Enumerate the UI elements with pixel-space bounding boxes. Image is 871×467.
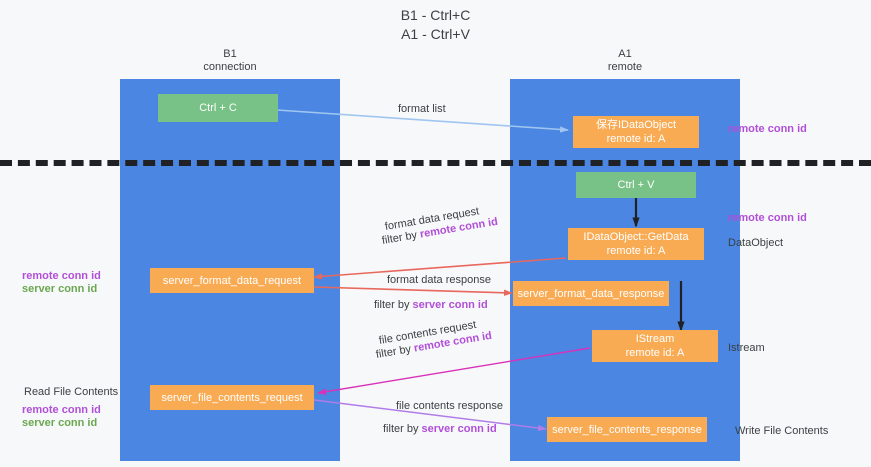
node-idataobject-getdata[interactable]: IDataObject::GetData remote id: A xyxy=(568,228,704,260)
node-server-format-data-request[interactable]: server_format_data_request xyxy=(150,268,314,293)
node-istream[interactable]: IStream remote id: A xyxy=(592,330,718,362)
annotation-left-server-conn-id: server conn id xyxy=(22,283,98,295)
column-header-b1-role: connection xyxy=(203,61,257,73)
column-header-a1-role: remote xyxy=(607,61,643,73)
diagram-title: B1 - Ctrl+C A1 - Ctrl+V xyxy=(0,6,871,44)
node-server-file-contents-response-label: server_file_contents_response xyxy=(552,423,702,436)
annotation-right-remote-conn-id-top: remote conn id xyxy=(728,123,807,135)
filter-prefix: filter by xyxy=(374,299,413,311)
column-header-b1: B1 connection xyxy=(120,48,340,74)
annotation-right-istream: Istream xyxy=(728,342,765,354)
node-ctrl-v[interactable]: Ctrl + V xyxy=(576,172,696,198)
node-idataobject-getdata-label: IDataObject::GetData xyxy=(583,231,689,243)
title-line-1: B1 - Ctrl+C xyxy=(400,7,471,23)
node-ctrl-v-label: Ctrl + V xyxy=(617,179,655,191)
node-istream-sublabel: remote id: A xyxy=(625,347,685,359)
column-header-a1: A1 remote xyxy=(510,48,740,74)
node-istream-label: IStream xyxy=(635,333,675,345)
filter-key: server conn id xyxy=(412,299,488,311)
filter-prefix: filter by xyxy=(383,423,422,435)
annotation-right-dataobject: DataObject xyxy=(728,237,784,249)
node-ctrl-c-label: Ctrl + C xyxy=(199,102,237,114)
node-idataobject-getdata-sublabel: remote id: A xyxy=(606,245,666,257)
node-save-idataobject-label: 保存IDataObject xyxy=(595,119,677,131)
annotation-left-remote-conn-id: remote conn id xyxy=(22,270,101,282)
node-server-format-data-response[interactable]: server_format_data_response xyxy=(513,281,669,306)
edge-label-file-contents-response: file contents response xyxy=(396,400,504,412)
node-save-idataobject-sublabel: remote id: A xyxy=(606,133,666,145)
annotation-right-write-file-contents: Write File Contents xyxy=(735,425,829,437)
edge-label-format-data-response-filter: filter by server conn id xyxy=(374,298,488,312)
node-ctrl-c[interactable]: Ctrl + C xyxy=(158,94,278,122)
node-server-format-data-request-label: server_format_data_request xyxy=(162,274,302,287)
filter-key: server conn id xyxy=(421,423,497,435)
node-server-format-data-response-label: server_format_data_response xyxy=(517,287,665,300)
column-header-a1-name: A1 xyxy=(618,48,632,60)
phase-divider xyxy=(0,160,871,166)
title-line-2: A1 - Ctrl+V xyxy=(401,26,470,42)
edge-label-format-list: format list xyxy=(398,103,446,115)
edge-label-format-data-response: format data response xyxy=(387,274,491,286)
annotation-right-remote-conn-id-mid: remote conn id xyxy=(728,212,807,224)
edge-format-data-response xyxy=(313,286,513,296)
edge-label-file-contents-response-filter: filter by server conn id xyxy=(383,422,497,436)
node-save-idataobject[interactable]: 保存IDataObject remote id: A xyxy=(573,116,699,148)
node-server-file-contents-request-label: server_file_contents_request xyxy=(161,391,303,404)
node-server-file-contents-response[interactable]: server_file_contents_response xyxy=(547,417,707,442)
annotation-left-server-conn-id-2: server conn id xyxy=(22,417,98,429)
column-header-b1-name: B1 xyxy=(223,48,237,60)
node-server-file-contents-request[interactable]: server_file_contents_request xyxy=(150,385,314,410)
annotation-left-remote-conn-id-2: remote conn id xyxy=(22,404,101,416)
annotation-left-read-file-contents: Read File Contents xyxy=(24,386,119,398)
